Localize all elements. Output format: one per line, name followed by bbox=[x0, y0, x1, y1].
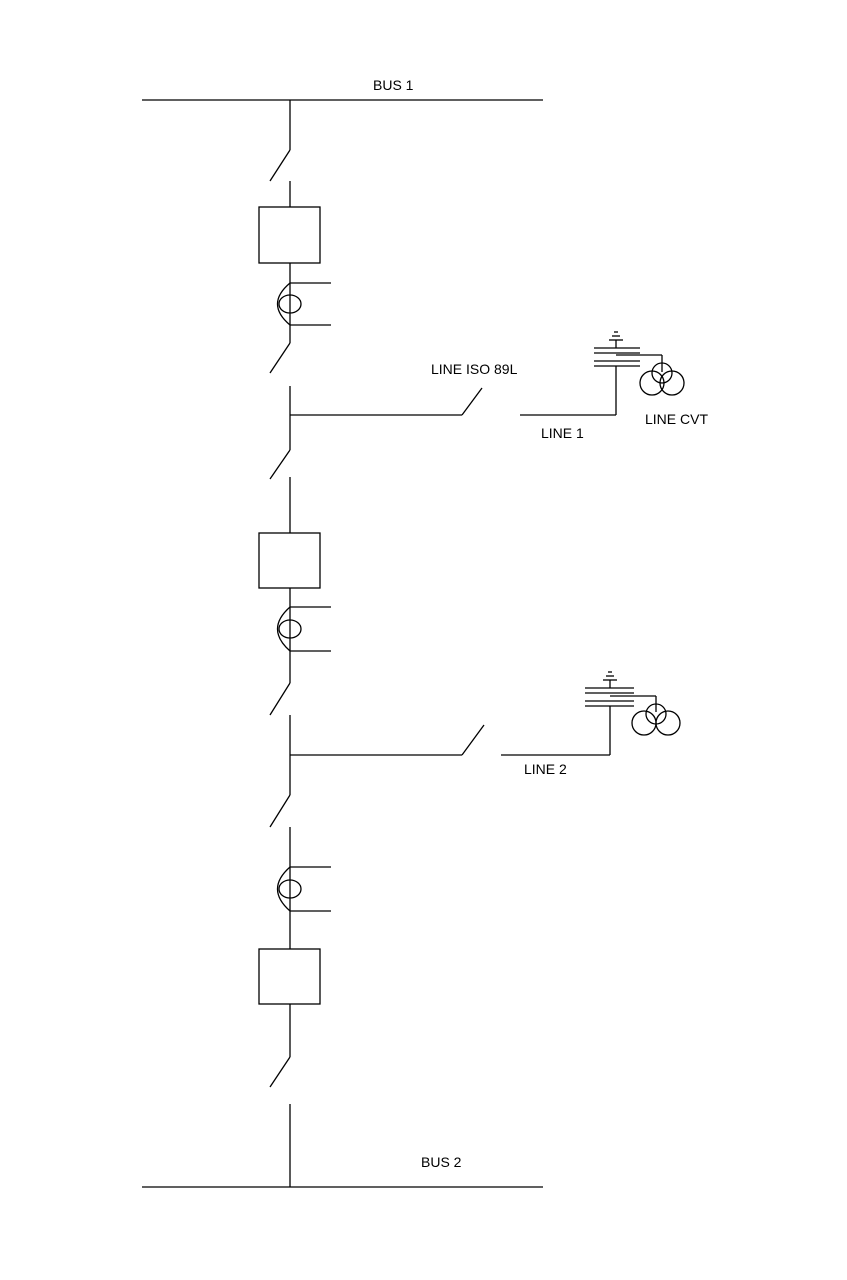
circuit-breaker bbox=[258, 206, 321, 264]
line-iso-89l-label: LINE ISO 89L bbox=[431, 361, 518, 377]
disconnect-switch bbox=[269, 794, 291, 828]
line-1-label: LINE 1 bbox=[541, 425, 584, 441]
current-transformer bbox=[276, 606, 331, 652]
line-2-isolator bbox=[461, 724, 485, 756]
line-cvt-2 bbox=[585, 671, 681, 736]
current-transformer bbox=[276, 282, 331, 326]
disconnect-switch bbox=[269, 1056, 291, 1088]
bus-2-label: BUS 2 bbox=[421, 1154, 462, 1170]
disconnect-switch bbox=[269, 449, 291, 480]
line-cvt-1 bbox=[594, 331, 685, 396]
circuit-breaker bbox=[258, 948, 321, 1005]
disconnect-switch bbox=[269, 682, 291, 716]
line-2-label: LINE 2 bbox=[524, 761, 567, 777]
line-cvt-label: LINE CVT bbox=[645, 411, 709, 427]
disconnect-switch bbox=[269, 342, 291, 374]
line-isolator-89l bbox=[461, 387, 483, 416]
circuit-breaker bbox=[258, 532, 321, 589]
disconnect-switch bbox=[269, 149, 291, 182]
bus-1-label: BUS 1 bbox=[373, 77, 414, 93]
current-transformer bbox=[276, 866, 331, 912]
